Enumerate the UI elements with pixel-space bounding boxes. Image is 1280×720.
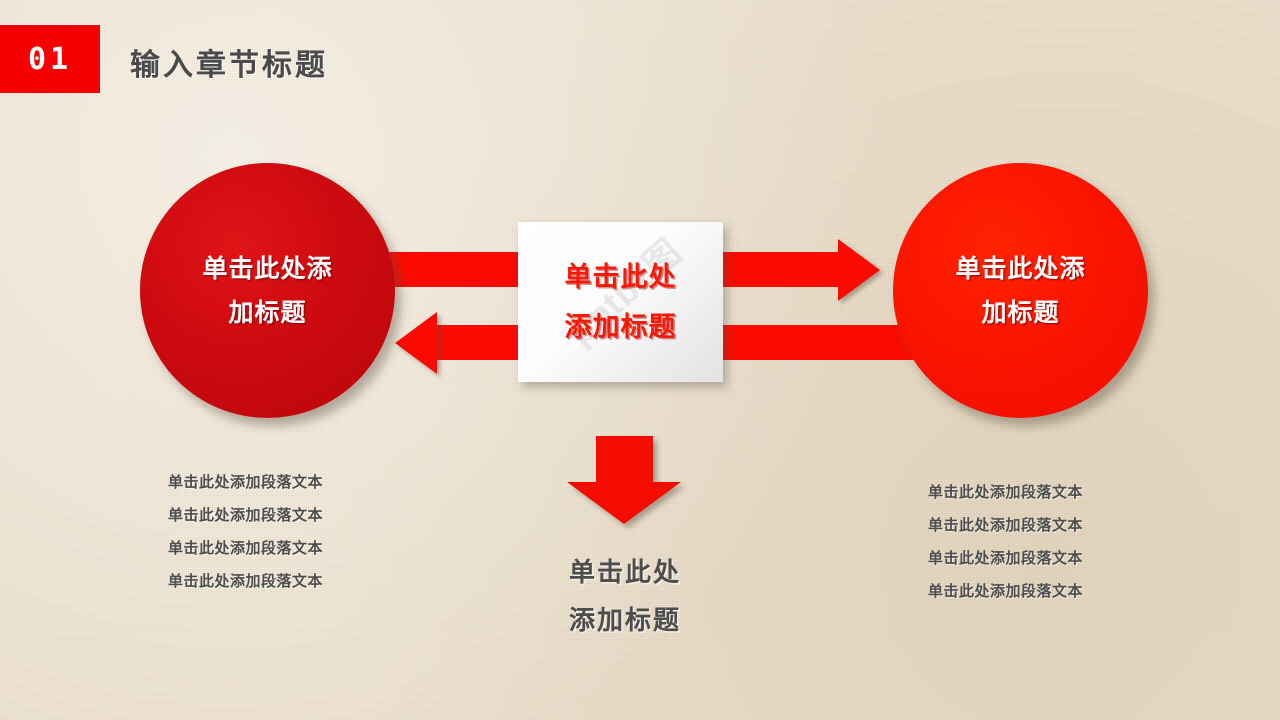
left-circle-node[interactable]: 单击此处添 加标题 bbox=[140, 163, 395, 418]
center-box-node[interactable]: pptbz图 单击此处 添加标题 bbox=[518, 222, 723, 382]
arrow-down-icon bbox=[567, 436, 682, 524]
left-paragraph-line: 单击此处添加段落文本 bbox=[168, 474, 324, 491]
right-circle-node[interactable]: 单击此处添 加标题 bbox=[893, 163, 1148, 418]
arrow-right-icon bbox=[838, 239, 880, 301]
center-box-line-1: 单击此处 bbox=[564, 262, 677, 292]
arrow-down-head bbox=[567, 482, 681, 524]
right-paragraph-line: 单击此处添加段落文本 bbox=[928, 484, 1084, 501]
right-paragraph-line: 单击此处添加段落文本 bbox=[928, 517, 1084, 534]
right-paragraph-block: 单击此处添加段落文本 单击此处添加段落文本 单击此处添加段落文本 单击此处添加段… bbox=[928, 476, 1083, 608]
connector-bar-right-top bbox=[700, 252, 845, 287]
left-paragraph-line: 单击此处添加段落文本 bbox=[168, 540, 324, 557]
section-number-badge: 01 bbox=[0, 25, 100, 93]
bottom-caption-line-1: 单击此处 bbox=[568, 557, 681, 587]
right-circle-line-1: 单击此处添 bbox=[955, 254, 1086, 283]
connector-bar-left-top bbox=[382, 252, 542, 287]
right-paragraph-line: 单击此处添加段落文本 bbox=[928, 550, 1084, 567]
left-paragraph-block: 单击此处添加段落文本 单击此处添加段落文本 单击此处添加段落文本 单击此处添加段… bbox=[168, 466, 323, 598]
right-circle-line-2: 加标题 bbox=[981, 298, 1060, 327]
page-title: 输入章节标题 bbox=[130, 49, 328, 82]
left-circle-line-1: 单击此处添 bbox=[202, 254, 333, 283]
left-paragraph-line: 单击此处添加段落文本 bbox=[168, 573, 324, 590]
arrow-left-icon bbox=[395, 312, 437, 374]
arrow-down-shaft bbox=[596, 436, 653, 484]
connector-bar-right-bottom bbox=[700, 325, 915, 360]
bottom-caption-node[interactable]: 单击此处 添加标题 bbox=[500, 548, 750, 644]
section-number-text: 01 bbox=[27, 41, 73, 77]
right-paragraph-line: 单击此处添加段落文本 bbox=[928, 583, 1084, 600]
left-circle-line-2: 加标题 bbox=[228, 298, 307, 327]
left-paragraph-line: 单击此处添加段落文本 bbox=[168, 507, 324, 524]
center-box-line-2: 添加标题 bbox=[564, 312, 677, 342]
bottom-caption-line-2: 添加标题 bbox=[568, 605, 681, 635]
